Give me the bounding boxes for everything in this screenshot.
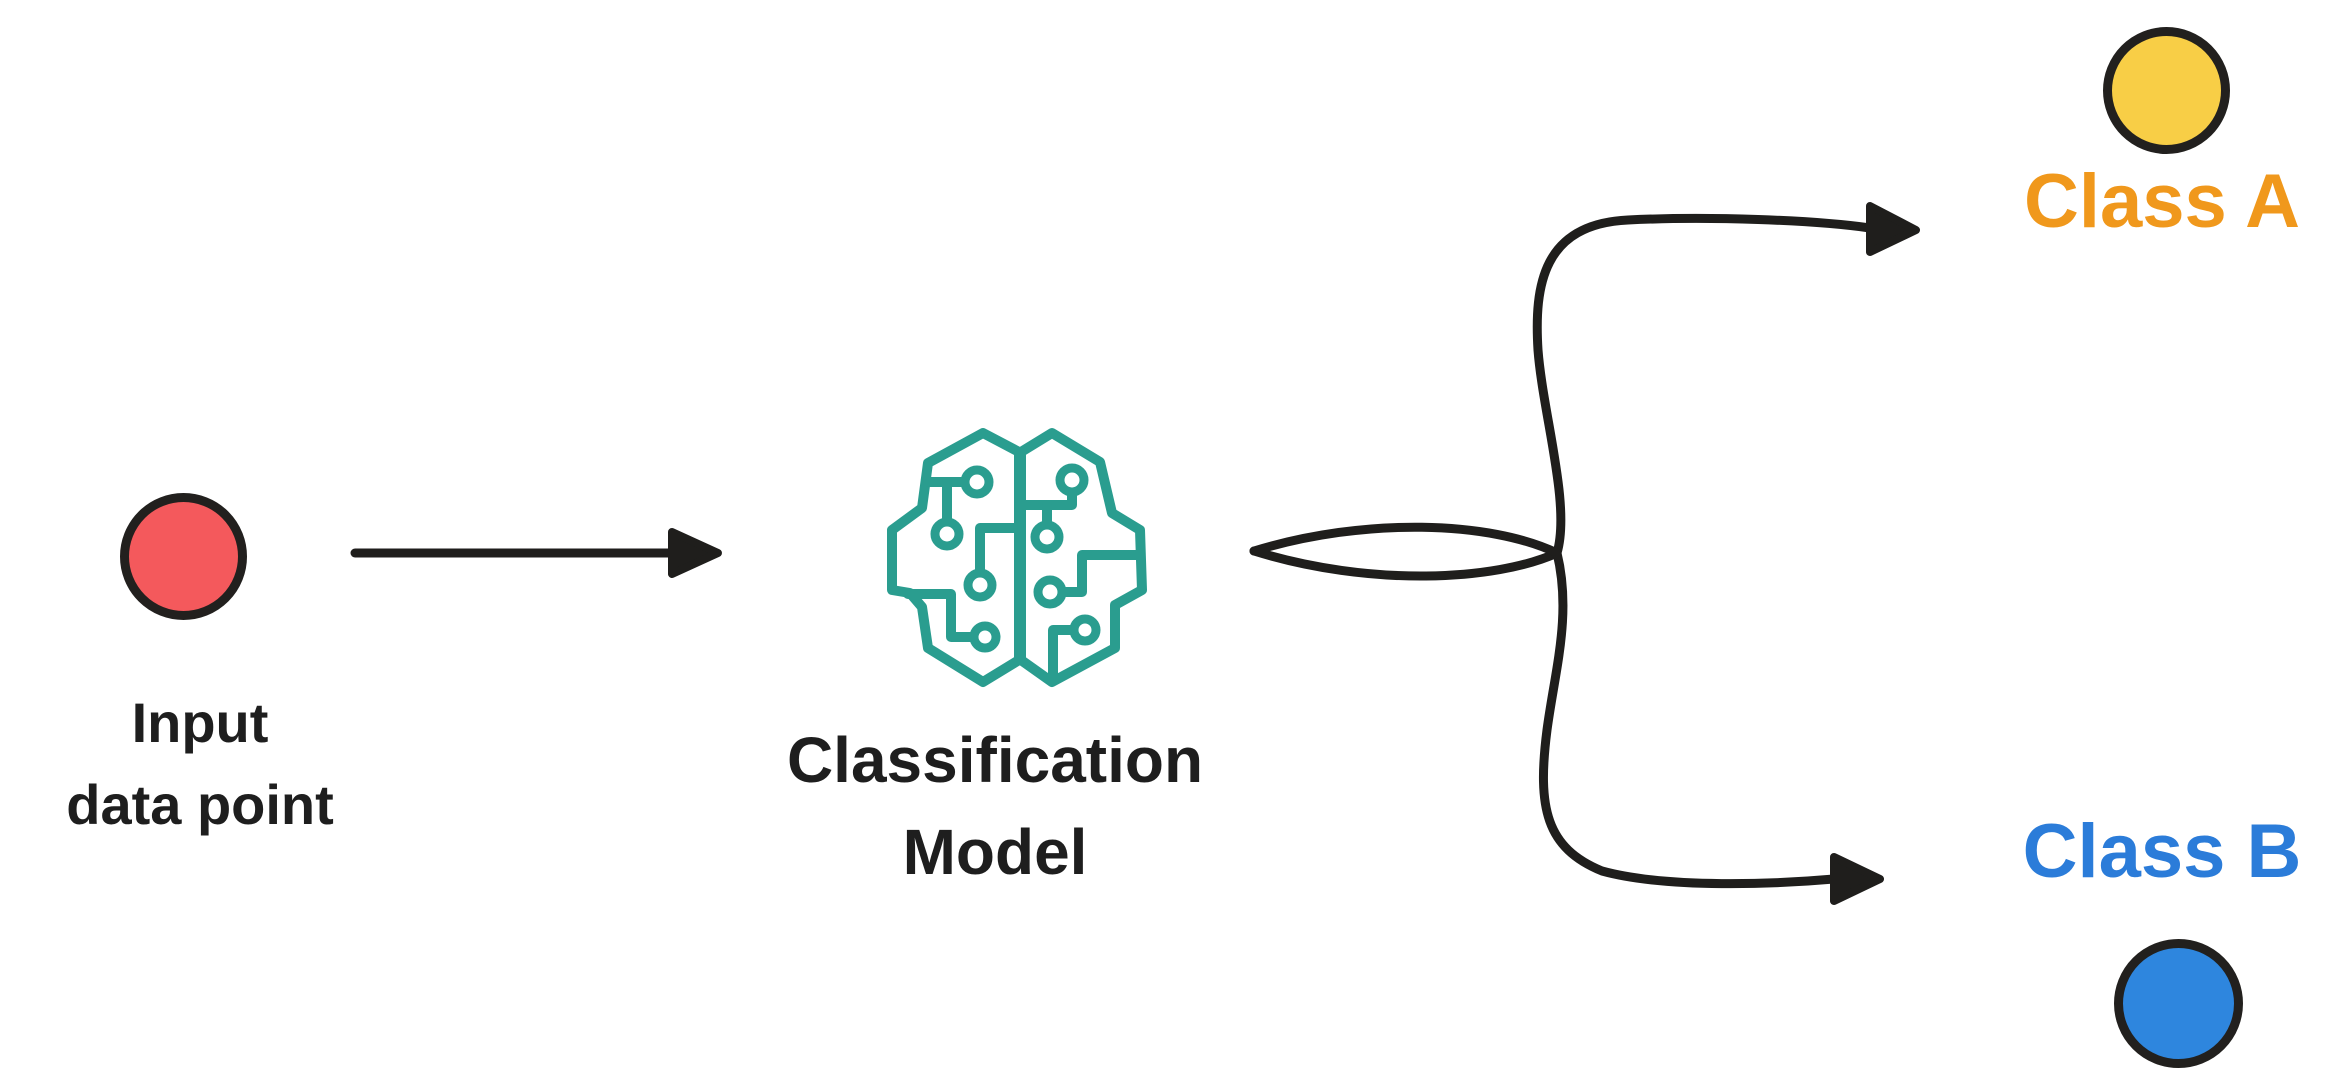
class-b-circle <box>2114 939 2243 1068</box>
input-label: Input data point <box>10 682 390 846</box>
circuit-brain-icon <box>887 428 1147 687</box>
class-a-circle <box>2103 27 2230 154</box>
model-label-line2: Model <box>902 816 1088 888</box>
arrow-input-to-model-icon <box>350 528 722 578</box>
class-a-label: Class A <box>2024 159 2300 244</box>
arrow-fork-to-class-a-icon <box>1249 213 1875 581</box>
input-data-point-circle <box>120 493 247 620</box>
input-label-line1: Input <box>131 691 269 754</box>
class-b-label: Class B <box>2022 809 2302 894</box>
fork-arrows-icon <box>1249 202 1920 905</box>
model-label-line1: Classification <box>786 724 1204 796</box>
model-label: Classification Model <box>700 714 1290 898</box>
arrow-fork-to-class-b-icon <box>1249 522 1839 889</box>
input-label-line2: data point <box>66 773 334 836</box>
